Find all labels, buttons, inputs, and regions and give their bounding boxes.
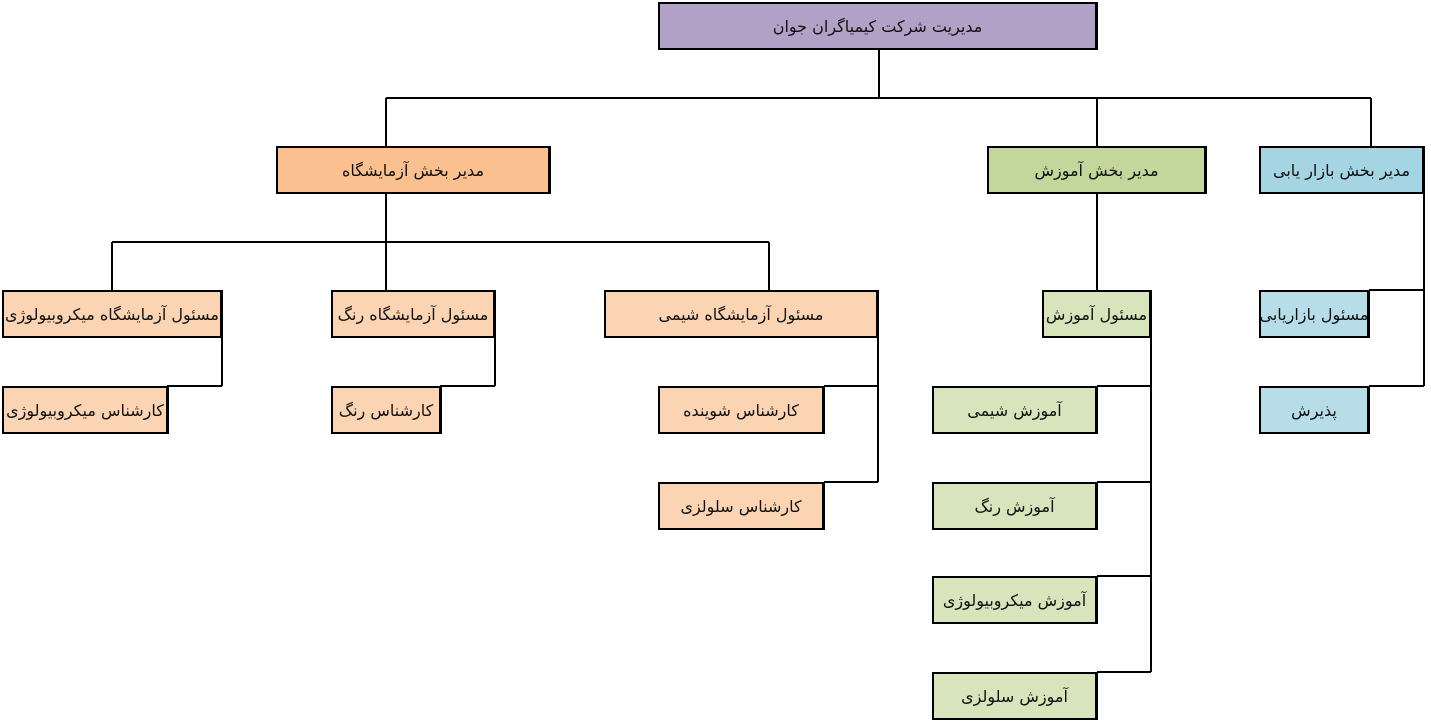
course-micro-node: آموزش میکروبیولوژی xyxy=(932,576,1098,624)
color-lab-head-node: مسئول آزمایشگاه رنگ xyxy=(331,290,496,338)
course-color-node: آموزش رنگ xyxy=(932,482,1098,530)
cellulose-expert-node: کارشناس سلولزی xyxy=(658,482,825,530)
marketing-head-node: مسئول بازاریابی xyxy=(1259,290,1370,338)
chem-lab-head-node: مسئول آزمایشگاه شیمی xyxy=(604,290,879,338)
root-node: مدیریت شرکت کیمیاگران جوان xyxy=(658,2,1098,50)
course-chem-node: آموزش شیمی xyxy=(932,386,1098,434)
training-manager-node: مدیر بخش آموزش xyxy=(987,146,1207,194)
lab-manager-node: مدیر بخش آزمایشگاه xyxy=(276,146,551,194)
micro-expert-node: کارشناس میکروبیولوژی xyxy=(2,386,169,434)
marketing-manager-node: مدیر بخش بازار یابی xyxy=(1259,146,1425,194)
color-expert-node: کارشناس رنگ xyxy=(331,386,442,434)
course-cellulose-node: آموزش سلولزی xyxy=(932,672,1098,720)
detergent-expert-node: کارشناس شوینده xyxy=(658,386,825,434)
micro-lab-head-node: مسئول آزمایشگاه میکروبیولوژی xyxy=(2,290,223,338)
reception-node: پذیرش xyxy=(1259,386,1370,434)
training-head-node: مسئول آموزش xyxy=(1042,290,1152,338)
